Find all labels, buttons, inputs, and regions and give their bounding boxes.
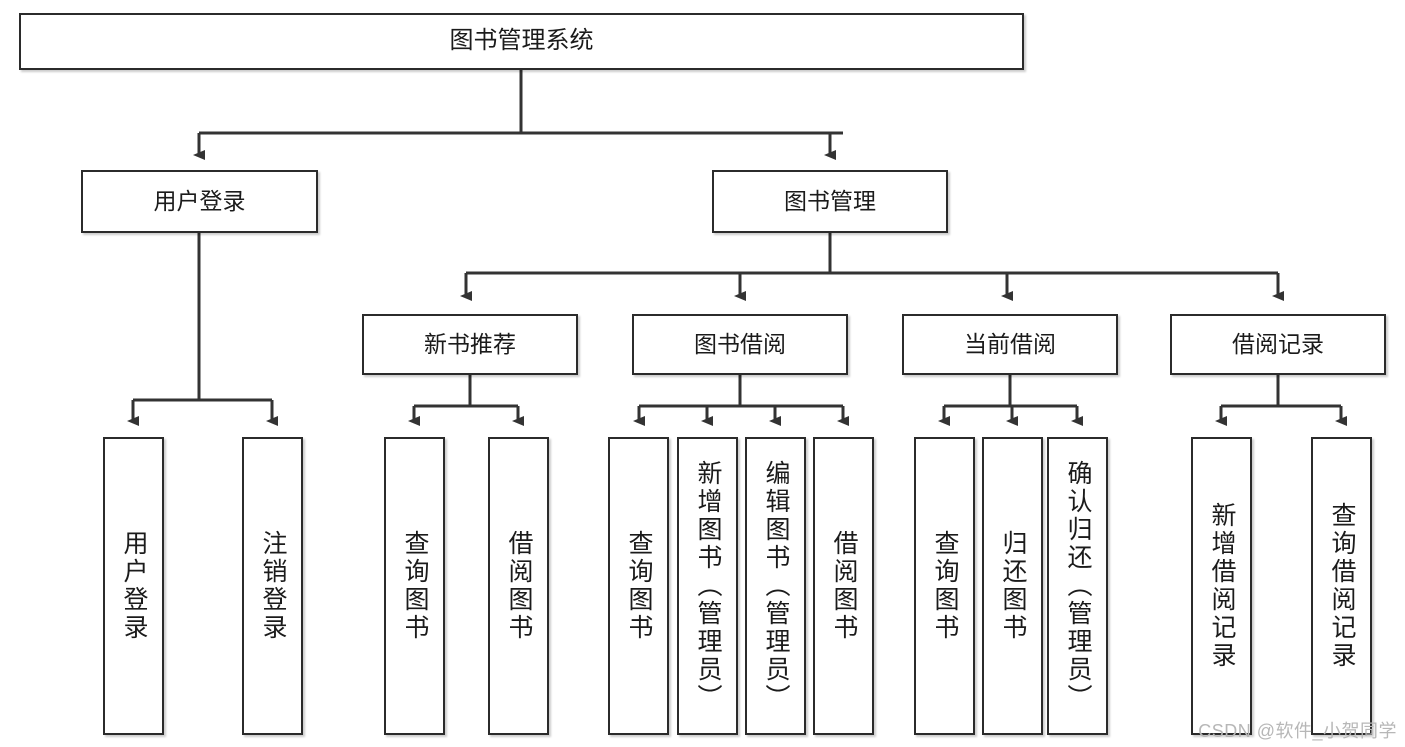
node-leaf-query-book-3-label: 查询图书 <box>931 530 959 642</box>
node-leaf-borrow-book-1-label: 借阅图书 <box>505 530 533 642</box>
node-new-book-rec[interactable]: 新书推荐 <box>362 314 578 375</box>
node-leaf-borrow-book-2-label: 借阅图书 <box>830 530 858 642</box>
node-leaf-edit-book-label: 编辑图书（管理员） <box>762 460 790 712</box>
node-leaf-query-book-2-label: 查询图书 <box>625 530 653 642</box>
node-book-borrow[interactable]: 图书借阅 <box>632 314 848 375</box>
node-user-login-label: 用户登录 <box>153 187 246 214</box>
node-leaf-logout-label: 注销登录 <box>259 530 287 642</box>
node-leaf-return-book-label: 归还图书 <box>999 530 1027 642</box>
node-leaf-confirm-return-label: 确认归还（管理员） <box>1064 460 1092 712</box>
node-leaf-borrow-book-1[interactable]: 借阅图书 <box>488 437 549 735</box>
node-root-label: 图书管理系统 <box>449 27 594 55</box>
node-leaf-return-book[interactable]: 归还图书 <box>982 437 1043 735</box>
node-leaf-query-book-2[interactable]: 查询图书 <box>608 437 669 735</box>
node-leaf-query-book-3[interactable]: 查询图书 <box>914 437 975 735</box>
node-leaf-query-record[interactable]: 查询借阅记录 <box>1311 437 1372 735</box>
node-leaf-add-record[interactable]: 新增借阅记录 <box>1191 437 1252 735</box>
node-book-manage[interactable]: 图书管理 <box>712 170 948 233</box>
node-leaf-borrow-book-2[interactable]: 借阅图书 <box>813 437 874 735</box>
node-leaf-add-book-label: 新增图书（管理员） <box>694 460 722 712</box>
watermark-text: CSDN @软件_小贺同学 <box>1198 721 1397 741</box>
node-current-borrow[interactable]: 当前借阅 <box>902 314 1118 375</box>
node-leaf-query-book-1[interactable]: 查询图书 <box>384 437 445 735</box>
node-leaf-user-login-label: 用户登录 <box>120 530 148 642</box>
node-current-borrow-label: 当前借阅 <box>964 330 1056 357</box>
node-borrow-record[interactable]: 借阅记录 <box>1170 314 1386 375</box>
node-leaf-confirm-return[interactable]: 确认归还（管理员） <box>1047 437 1108 735</box>
node-leaf-user-login[interactable]: 用户登录 <box>103 437 164 735</box>
node-leaf-add-record-label: 新增借阅记录 <box>1208 502 1236 670</box>
node-leaf-query-record-label: 查询借阅记录 <box>1328 502 1356 670</box>
node-leaf-query-book-1-label: 查询图书 <box>401 530 429 642</box>
node-book-borrow-label: 图书借阅 <box>694 330 786 357</box>
node-leaf-add-book[interactable]: 新增图书（管理员） <box>677 437 738 735</box>
node-leaf-logout[interactable]: 注销登录 <box>242 437 303 735</box>
node-leaf-edit-book[interactable]: 编辑图书（管理员） <box>745 437 806 735</box>
node-new-book-rec-label: 新书推荐 <box>424 330 516 357</box>
node-user-login[interactable]: 用户登录 <box>81 170 318 233</box>
node-root[interactable]: 图书管理系统 <box>19 13 1024 70</box>
node-book-manage-label: 图书管理 <box>784 187 876 214</box>
node-borrow-record-label: 借阅记录 <box>1232 330 1324 357</box>
